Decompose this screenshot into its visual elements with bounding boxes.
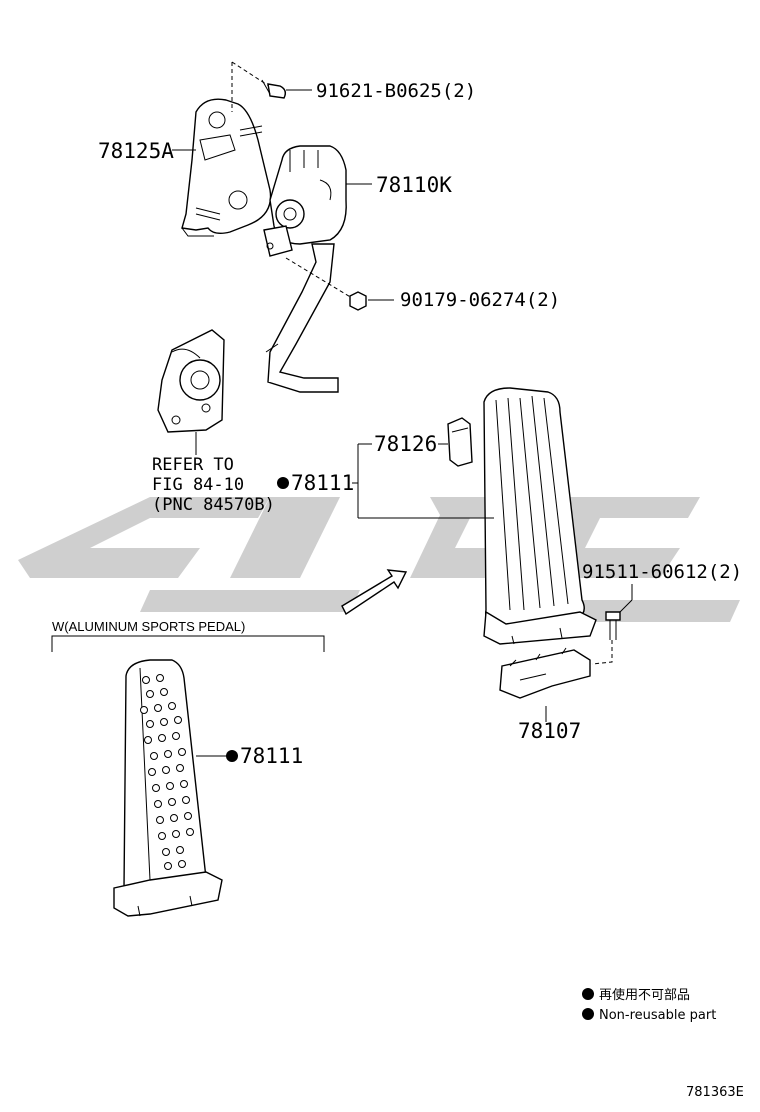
bolt-91621-icon — [261, 79, 287, 99]
pedal-hole — [172, 830, 180, 838]
label-refer-line2: FIG 84-10 — [152, 475, 244, 495]
label-bolt-91511: 91511-60612(2) — [582, 561, 742, 583]
pedal-hole — [180, 780, 188, 788]
pedal-hole — [168, 798, 176, 806]
label-refer-line1: REFER TO — [152, 455, 234, 475]
pedal-bracket-78107 — [499, 647, 591, 722]
nut-centerline — [285, 257, 353, 299]
pedal-hole — [186, 828, 194, 836]
pedal-hole — [158, 832, 166, 840]
pedal-hole — [176, 764, 184, 772]
pedal-hole — [160, 688, 168, 696]
aluminum-pedal-78111 — [113, 659, 223, 917]
non-reusable-marker-pedal — [277, 477, 289, 489]
reference-assembly — [157, 329, 225, 455]
label-bracket-78107: 78107 — [518, 719, 581, 743]
legend-english: Non-reusable part — [599, 1008, 716, 1023]
pedal-hole — [168, 702, 176, 710]
pad-78126 — [447, 417, 473, 467]
accelerator-pedal-78111 — [483, 387, 597, 645]
pedal-hole — [148, 768, 156, 776]
pedal-hole — [158, 734, 166, 742]
legend-bullet-english — [582, 1008, 594, 1020]
label-refer-line3: (PNC 84570B) — [152, 495, 275, 515]
pedal-hole — [156, 816, 164, 824]
pedal-hole — [178, 748, 186, 756]
pedal-hole — [150, 752, 158, 760]
pedal-hole — [140, 706, 148, 714]
pedal-hole — [162, 766, 170, 774]
sensor-78110K — [263, 145, 347, 257]
pedal-hole — [146, 720, 154, 728]
non-reusable-marker-aluminum — [226, 750, 238, 762]
pedal-hole — [142, 676, 150, 684]
label-aluminum-variant: W(ALUMINUM SPORTS PEDAL) — [52, 619, 245, 634]
label-sensor-78110K: 78110K — [376, 173, 452, 197]
legend-japanese: 再使用不可部品 — [599, 987, 690, 1003]
pedal-hole — [156, 674, 164, 682]
aluminum-pedal-holes — [140, 674, 194, 870]
pedal-hole — [146, 690, 154, 698]
bolt-91511-icon — [605, 611, 621, 640]
pedal-hole — [174, 716, 182, 724]
pedal-hole — [184, 812, 192, 820]
pedal-hole — [154, 704, 162, 712]
pedal-hole — [164, 862, 172, 870]
label-pedal-78111: 78111 — [291, 471, 354, 495]
pedal-hole — [166, 782, 174, 790]
label-bolt-91621: 91621-B0625(2) — [316, 80, 476, 102]
bolt-centerline-right — [591, 640, 613, 665]
pedal-hole — [160, 718, 168, 726]
bolt-centerline-top — [231, 61, 273, 112]
nut-90179-icon — [349, 291, 367, 311]
watermark-logo — [18, 497, 740, 622]
pedal-hole — [182, 796, 190, 804]
label-nut-90179: 90179-06274(2) — [400, 289, 560, 311]
pedal-arm — [265, 243, 339, 393]
leader-lines — [51, 89, 633, 757]
label-bracket-78125A: 78125A — [98, 139, 174, 163]
pedal-hole — [152, 784, 160, 792]
pedal-hole — [164, 750, 172, 758]
pedal-hole — [162, 848, 170, 856]
diagram-id: 781363E — [686, 1085, 744, 1100]
pedal-hole — [176, 846, 184, 854]
legend-bullet-japanese — [582, 988, 594, 1000]
label-pad-78126: 78126 — [374, 432, 437, 456]
bracket-78125A — [181, 98, 272, 237]
pedal-hole — [154, 800, 162, 808]
label-aluminum-pedal-78111: 78111 — [240, 744, 303, 768]
pedal-hole — [178, 860, 186, 868]
arrow-icon — [341, 569, 408, 616]
pedal-hole — [172, 732, 180, 740]
pedal-hole — [144, 736, 152, 744]
pedal-hole — [170, 814, 178, 822]
